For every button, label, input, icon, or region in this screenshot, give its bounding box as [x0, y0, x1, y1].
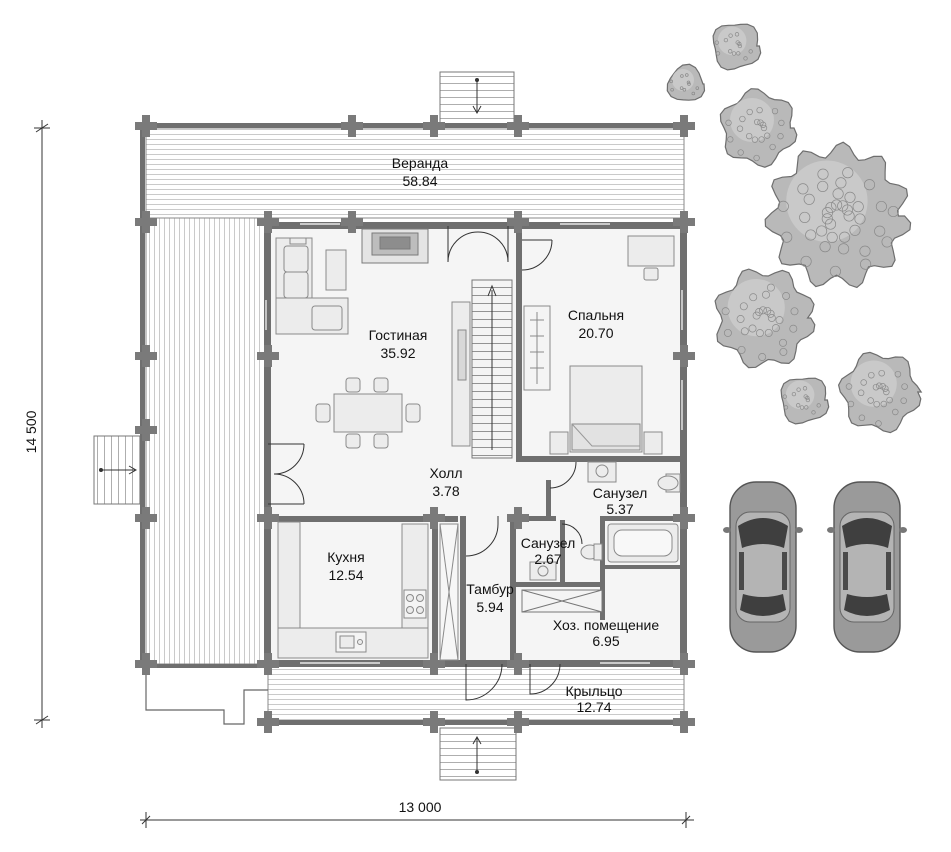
- bedroom-area: 20.70: [578, 325, 613, 341]
- tambur-name: Тамбур: [466, 581, 514, 597]
- log-joint-cross: [673, 115, 695, 137]
- tambur-area: 5.94: [476, 599, 503, 615]
- log-joint-cross: [257, 711, 279, 733]
- log-joint-cross: [673, 653, 695, 675]
- living-area: 35.92: [380, 345, 415, 361]
- log-joint-cross: [423, 711, 445, 733]
- tree-canopy: [712, 23, 762, 71]
- log-joint-cross: [673, 345, 695, 367]
- windows: [265, 223, 683, 664]
- log-joint-cross: [135, 211, 157, 233]
- log-joint-cross: [673, 711, 695, 733]
- utility-shelf: [521, 589, 603, 613]
- log-joint-cross: [673, 507, 695, 529]
- log-joint-cross: [507, 211, 529, 233]
- log-joint-cross: [135, 507, 157, 529]
- tree-canopy: [780, 377, 830, 425]
- kitchen-area: 12.54: [328, 567, 363, 583]
- tree-canopy: [719, 88, 798, 168]
- bath1-name: Санузел: [593, 485, 648, 501]
- porch-area: 12.74: [576, 699, 611, 715]
- log-joint-cross: [507, 653, 529, 675]
- log-joint-cross: [423, 507, 445, 529]
- staircase: [471, 279, 513, 459]
- walls: [140, 123, 690, 725]
- southwest-platform: [145, 664, 268, 725]
- dimension-width-label: 13 000: [399, 799, 442, 815]
- stair-wall-cabinet: [451, 301, 471, 447]
- log-joint-cross: [257, 345, 279, 367]
- bedroom-name: Спальня: [568, 307, 624, 323]
- bath1-area: 5.37: [606, 501, 633, 517]
- dimension-height-label: 14 500: [23, 410, 39, 453]
- north-steps: [439, 71, 515, 125]
- tree-canopy: [714, 268, 816, 369]
- fireplace: [361, 228, 429, 264]
- log-joints: [135, 115, 695, 733]
- log-joint-cross: [673, 211, 695, 233]
- log-joint-cross: [135, 653, 157, 675]
- bath2-area: 2.67: [534, 551, 561, 567]
- veranda-name: Веранда: [392, 155, 449, 171]
- wardrobe: [523, 305, 551, 391]
- log-joint-cross: [507, 507, 529, 529]
- bath1-fixtures: [587, 461, 681, 563]
- log-joint-cross: [507, 711, 529, 733]
- bath2-name: Санузел: [521, 535, 576, 551]
- log-joint-cross: [257, 507, 279, 529]
- room-labels: Веранда 58.84 Гостиная 35.92 Спальня 20.…: [327, 155, 659, 715]
- dimension-vertical: [34, 120, 50, 728]
- porch-name: Крыльцо: [565, 683, 622, 699]
- utility-name: Хоз. помещение: [553, 617, 659, 633]
- log-joint-cross: [135, 419, 157, 441]
- log-joint-cross: [135, 345, 157, 367]
- dining-table: [315, 377, 421, 449]
- log-joint-cross: [257, 211, 279, 233]
- side-cabinet: [325, 249, 347, 291]
- living-name: Гостиная: [369, 327, 428, 343]
- log-joint-cross: [423, 115, 445, 137]
- bath2-fixtures: [529, 543, 603, 581]
- log-joint-cross: [135, 115, 157, 137]
- tree-canopy: [666, 63, 706, 101]
- log-joint-cross: [423, 653, 445, 675]
- kitchen-units: [277, 521, 429, 659]
- utility-area: 6.95: [592, 633, 619, 649]
- dimension-horizontal: [140, 812, 694, 828]
- kitchen-name: Кухня: [327, 549, 364, 565]
- doors: [268, 226, 583, 701]
- bed: [549, 365, 663, 455]
- tree-canopy: [764, 141, 912, 289]
- log-joint-cross: [257, 653, 279, 675]
- car: [723, 481, 803, 653]
- parked-cars: [723, 481, 907, 653]
- west-steps: [93, 435, 143, 505]
- log-joint-cross: [507, 115, 529, 137]
- living-sofa: [275, 237, 349, 335]
- veranda-deck: [145, 127, 685, 665]
- log-joint-cross: [341, 211, 363, 233]
- hall-area: 3.78: [432, 483, 459, 499]
- trees: [666, 23, 923, 434]
- south-steps: [439, 727, 517, 781]
- car: [827, 481, 907, 653]
- hall-name: Холл: [430, 465, 463, 481]
- log-joint-cross: [341, 115, 363, 137]
- desk: [627, 235, 675, 281]
- tree-canopy: [837, 351, 923, 434]
- veranda-area: 58.84: [402, 173, 437, 189]
- tambur-closet: [439, 523, 459, 661]
